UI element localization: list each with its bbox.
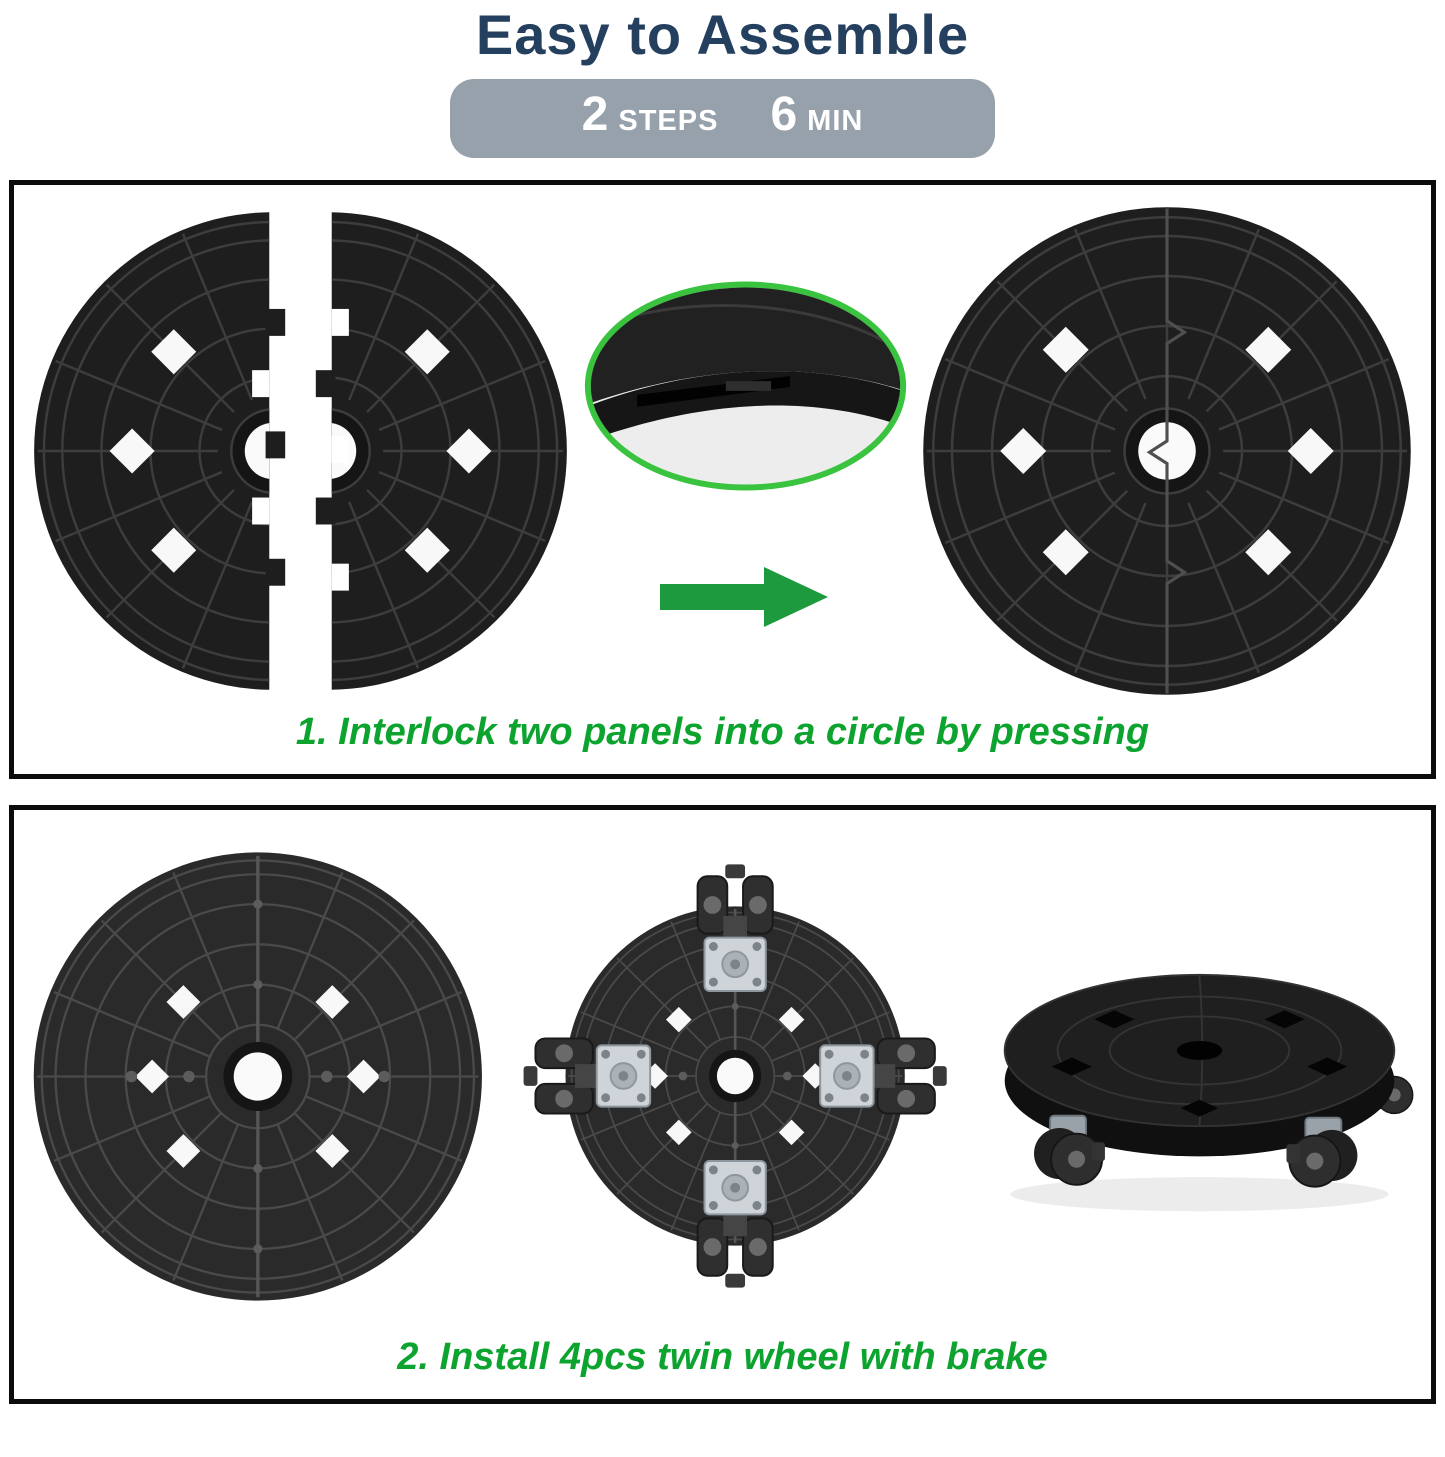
front-left-caster-wheel (1034, 1114, 1105, 1186)
arrow-right-icon (660, 567, 828, 627)
step1-caption: 1. Interlock two panels into a circle by… (295, 711, 1150, 753)
caster-wheel-left (522, 1037, 651, 1115)
interlock-closeup-illustration (584, 281, 906, 491)
step2-figures (14, 810, 1431, 1326)
split-panels-illustration (28, 206, 573, 696)
badge-time-value: 6 (770, 88, 798, 141)
disc-underside-illustration (28, 844, 488, 1309)
caster-wheel-bottom (696, 1160, 774, 1289)
page-title: Easy to Assemble (475, 3, 970, 66)
caster-wheel-right (818, 1037, 948, 1115)
step2-panel: 2. Install 4pcs twin wheel with brake (9, 805, 1436, 1404)
badge-steps-value: 2 (581, 88, 609, 141)
caster-wheel-top (696, 863, 774, 992)
badge-steps-label: STEPS (618, 105, 719, 137)
step1-middle-column (578, 273, 913, 629)
finished-caddy-illustration (1003, 973, 1414, 1211)
step2-caption: 2. Install 4pcs twin wheel with brake (397, 1336, 1048, 1378)
badge-time-label: MIN (807, 105, 864, 137)
step1-figures (14, 185, 1431, 701)
assembly-time-badge: 2 STEPS 6 MIN (450, 79, 995, 158)
step1-panel: 1. Interlock two panels into a circle by… (9, 180, 1436, 779)
front-right-caster-wheel (1286, 1116, 1358, 1188)
disc-with-casters-illustration (522, 863, 948, 1289)
assembled-disc-illustration (917, 201, 1417, 701)
